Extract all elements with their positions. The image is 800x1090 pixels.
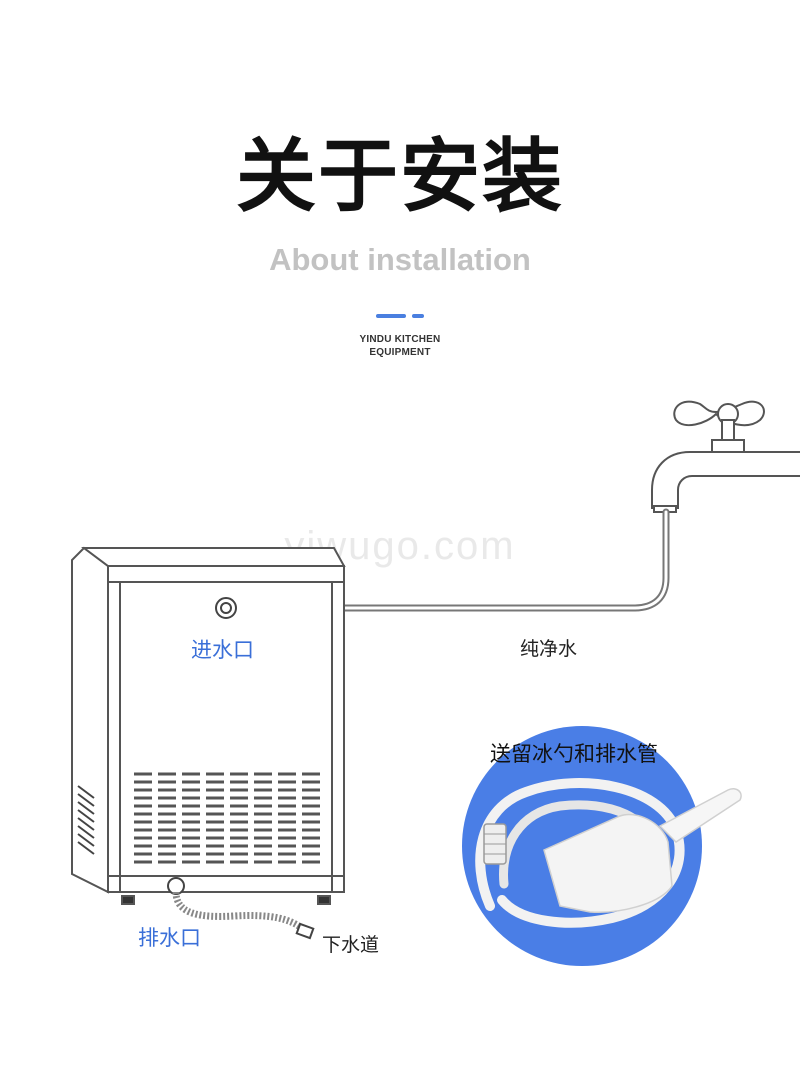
accent-bar-short (412, 314, 424, 318)
gift-label: 送留冰勺和排水管 (490, 742, 658, 766)
drain-hose-icon (167, 877, 315, 940)
drain-hose-connector-icon (483, 823, 507, 865)
outlet-label: 排水口 (138, 926, 201, 950)
sewer-label: 下水道 (322, 934, 380, 956)
inlet-fitting (215, 597, 237, 619)
ice-scoop-icon (543, 788, 742, 913)
accent-bar-long (376, 314, 406, 318)
brand-line-2: EQUIPMENT (369, 347, 431, 358)
pure-water-label: 纯净水 (520, 638, 578, 660)
side-vent (77, 785, 95, 855)
front-grille (134, 772, 322, 864)
brand-line-1: YINDU KITCHEN (359, 334, 441, 345)
page-title: 关于安装 (236, 130, 564, 223)
faucet-icon (651, 400, 800, 513)
inlet-label: 进水口 (191, 638, 254, 662)
ice-machine-illustration (71, 546, 346, 905)
page-subtitle: About installation (269, 242, 531, 277)
gift-circle (462, 726, 742, 966)
